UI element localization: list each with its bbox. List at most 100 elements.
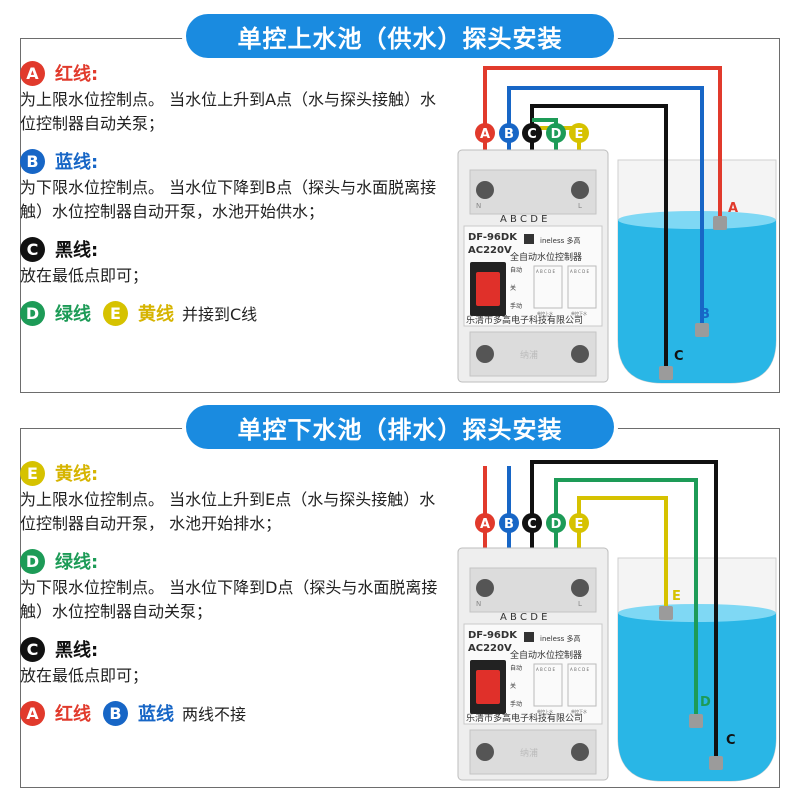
screw-icon: [476, 743, 494, 761]
device-name: 全自动水位控制器: [510, 251, 582, 263]
probe-d-icon: [689, 714, 703, 728]
terminal-letters: A B C D E: [500, 612, 547, 623]
svg-text:单控上水: 单控上水: [537, 310, 553, 316]
mode-off: 关: [510, 284, 516, 292]
wire-badge-d: D: [551, 127, 562, 142]
badge-c: C: [20, 636, 45, 662]
l-mark: L: [578, 202, 582, 210]
badge-d: D: [20, 548, 45, 574]
badge-e: E: [20, 460, 45, 486]
mode-manual: 手动: [510, 700, 522, 708]
mini-diagram-right: [567, 663, 597, 707]
water-level-controller: N L A B C D E DF-96DK AC220V ineless 多高 …: [457, 547, 609, 781]
wire-badge-c: C: [527, 127, 537, 142]
bottom-wiring-diagram: A B C D E N L A B C D E DF-96DK AC220V i…: [457, 460, 777, 782]
probe-c-label: C: [674, 349, 684, 364]
green-wire: [532, 118, 558, 160]
blue-wire-label: 蓝线:: [55, 152, 99, 173]
mode-off: 关: [510, 682, 516, 690]
probes: A B C: [659, 201, 738, 380]
wire-badge-b: B: [504, 517, 514, 532]
screw-icon: [571, 181, 589, 199]
top-wiring-diagram: A B C D E N L A B C D E DF-96DK AC220V i…: [457, 66, 777, 384]
device-name: 全自动水位控制器: [510, 649, 582, 661]
green-wire-label: 绿线: [55, 304, 91, 325]
probe-e-label: E: [672, 589, 681, 604]
green-wire-desc: 为下限水位控制点。 当水位下降到D点（探头与水面脱离接触）水位控制器自动关泵；: [20, 578, 438, 621]
probe-a-label: A: [728, 201, 738, 216]
wire-badge-e: E: [575, 517, 584, 532]
yellow-wire-label: 黄线: [138, 304, 174, 325]
water-body: [618, 212, 776, 383]
black-wire-label: 黑线:: [55, 640, 99, 661]
mini-diagram-left: [533, 663, 563, 707]
wire-badges: A B C D E: [475, 123, 589, 143]
badge-a: A: [20, 60, 45, 86]
probe-c-icon: [709, 756, 723, 770]
svg-text:单控上水: 单控上水: [537, 708, 553, 714]
badge-c: C: [20, 236, 45, 262]
probe-b-icon: [695, 323, 709, 337]
model-label: DF-96DK: [468, 232, 518, 243]
svg-text:A B C D E: A B C D E: [536, 269, 555, 274]
black-wire-label: 黑线:: [55, 240, 99, 261]
mini-diagram-left: [533, 265, 563, 309]
screw-icon: [476, 345, 494, 363]
red-wire-desc: 为上限水位控制点。 当水位上升到A点（水与探头接触）水位控制器自动关泵；: [20, 90, 437, 133]
screw-icon: [571, 579, 589, 597]
footer-note: 两线不接: [182, 705, 247, 724]
blue-wire-label: 蓝线: [138, 704, 174, 725]
bottom-item-yellow: E 黄线: 为上限水位控制点。 当水位上升到E点（水与探头接触）水位控制器自动开…: [20, 458, 440, 536]
brand-label: ineless 多高: [540, 634, 580, 643]
black-wire-desc: 放在最低点即可；: [20, 666, 149, 685]
bottom-text-column: E 黄线: 为上限水位控制点。 当水位上升到E点（水与探头接触）水位控制器自动开…: [20, 458, 440, 728]
mini-diagram-right: [567, 265, 597, 309]
mode-manual: 手动: [510, 302, 522, 310]
red-wire-label: 红线: [55, 704, 91, 725]
brand-label: ineless 多高: [540, 236, 580, 245]
svg-text:单控下水: 单控下水: [571, 708, 587, 714]
voltage-label: AC220V: [468, 643, 512, 654]
water-tank: [617, 159, 777, 384]
wire-badge-c: C: [527, 517, 537, 532]
bottom-item-green: D 绿线: 为下限水位控制点。 当水位下降到D点（探头与水面脱离接触）水位控制器…: [20, 546, 440, 624]
model-label: DF-96DK: [468, 630, 518, 641]
rocker-switch-button: [476, 670, 500, 704]
mode-auto: 自动: [510, 266, 522, 274]
yellow-wire-label: 黄线:: [55, 464, 99, 485]
probe-c-label: C: [726, 733, 736, 748]
n-mark: N: [476, 202, 481, 210]
bottom-item-black: C 黑线: 放在最低点即可；: [20, 634, 440, 688]
green-wire-label: 绿线:: [55, 552, 99, 573]
blue-wire-desc: 为下限水位控制点。 当水位下降到B点（探头与水面脱离接触）水位控制器自动开泵，水…: [20, 178, 437, 221]
watermark: 纳浦: [520, 349, 538, 361]
terminal-letters: A B C D E: [500, 214, 547, 225]
top-text-column: A 红线: 为上限水位控制点。 当水位上升到A点（水与探头接触）水位控制器自动关…: [20, 58, 440, 328]
badge-a: A: [20, 700, 45, 726]
screw-icon: [571, 345, 589, 363]
screw-icon: [476, 181, 494, 199]
wire-badge-a: A: [480, 127, 490, 142]
rocker-switch-button: [476, 272, 500, 306]
black-wire-desc: 放在最低点即可；: [20, 266, 149, 285]
top-item-black: C 黑线: 放在最低点即可；: [20, 234, 440, 288]
top-item-red: A 红线: 为上限水位控制点。 当水位上升到A点（水与探头接触）水位控制器自动关…: [20, 58, 440, 136]
probe-a-icon: [713, 216, 727, 230]
svg-text:A B C D E: A B C D E: [536, 667, 555, 672]
red-wire: [483, 66, 722, 218]
led-icon: [524, 632, 534, 642]
probes: E D C: [659, 589, 736, 770]
wire-badges: A B C D E: [475, 513, 589, 533]
wire-badge-b: B: [504, 127, 514, 142]
svg-text:单控下水: 单控下水: [571, 310, 587, 316]
watermark: 纳浦: [520, 747, 538, 759]
top-title-banner: 单控上水池（供水）探头安装: [186, 14, 614, 58]
probe-e-icon: [659, 606, 673, 620]
probe-c-icon: [659, 366, 673, 380]
bottom-title-banner: 单控下水池（排水）探头安装: [186, 405, 614, 449]
yellow-wire-desc: 为上限水位控制点。 当水位上升到E点（水与探头接触）水位控制器自动开泵， 水池开…: [20, 490, 436, 533]
l-mark: L: [578, 600, 582, 608]
wire-badge-d: D: [551, 517, 562, 532]
top-footer-row: D 绿线 E 黄线 并接到C线: [20, 298, 440, 328]
probe-d-label: D: [700, 695, 711, 710]
